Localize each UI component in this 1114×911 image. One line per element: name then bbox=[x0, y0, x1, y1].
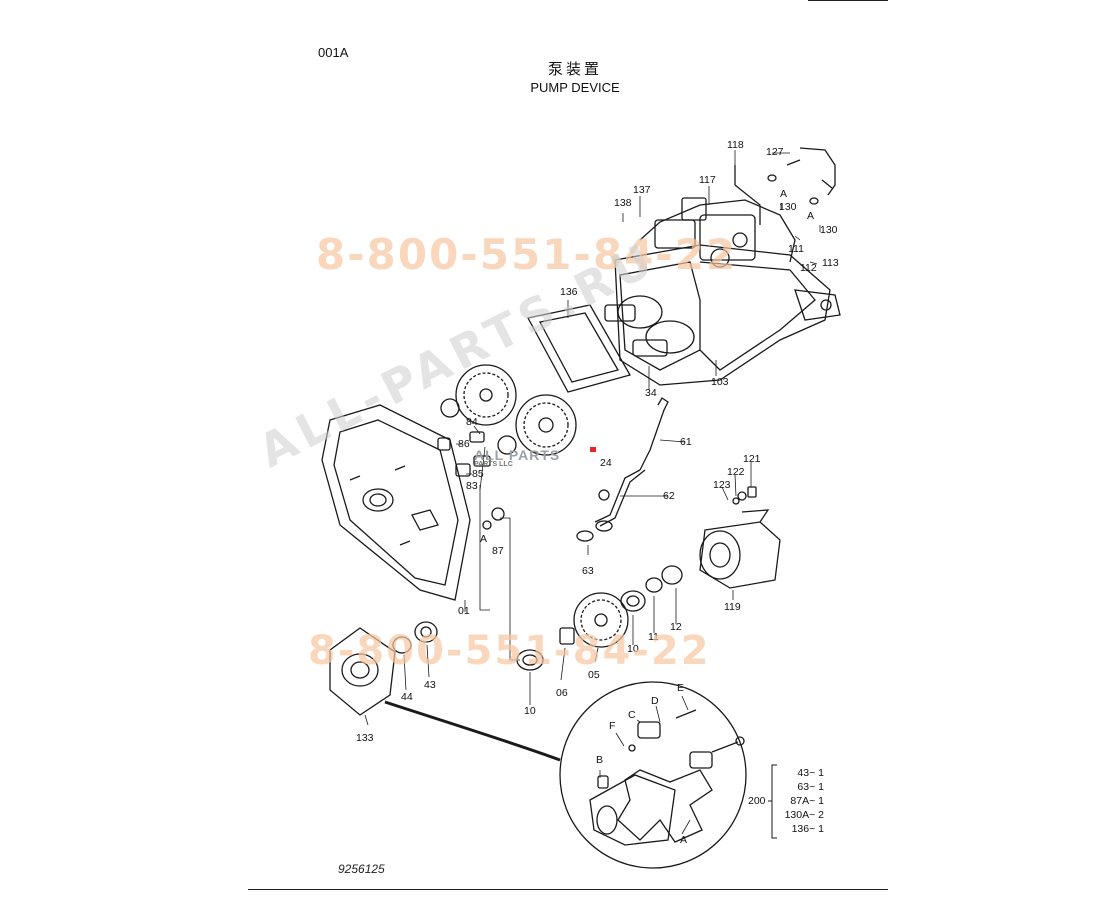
part-label-130-upper: 130 bbox=[779, 201, 797, 213]
coupling-133 bbox=[329, 627, 396, 716]
part-label-137: 137 bbox=[633, 184, 651, 196]
kit-number: 200 bbox=[748, 795, 766, 807]
coupling-element-detail bbox=[589, 709, 745, 846]
watermark-phone-bottom: 8-800-551-84-22 bbox=[308, 628, 711, 674]
part-label-44: 44 bbox=[401, 691, 413, 703]
kit-item: 63~ 1 bbox=[797, 781, 824, 793]
gear-upper bbox=[455, 364, 517, 426]
logo-red-mark bbox=[590, 447, 596, 452]
part-label-63: 63 bbox=[582, 565, 594, 577]
part-label-11: 11 bbox=[648, 631, 659, 643]
detail-label-a: A bbox=[680, 834, 688, 846]
part-label-84: 84 bbox=[466, 416, 478, 428]
part-label-a-lower: A bbox=[807, 210, 815, 222]
bottom-rule bbox=[248, 889, 888, 890]
kit-item: 43~ 1 bbox=[797, 767, 824, 779]
part-label-62: 62 bbox=[663, 490, 675, 502]
part-label-34: 34 bbox=[645, 387, 657, 399]
part-label-87: 87 bbox=[492, 545, 504, 557]
detail-label-d: D bbox=[651, 695, 659, 707]
part-label-12: 12 bbox=[670, 621, 682, 633]
part-label-24: 24 bbox=[600, 457, 612, 469]
part-label-122: 122 bbox=[727, 466, 745, 478]
part-label-117: 117 bbox=[699, 174, 716, 186]
part-label-85: 85 bbox=[472, 468, 484, 480]
diagram-code: 001A bbox=[318, 45, 349, 60]
kit-item: 87A~ 1 bbox=[790, 795, 824, 807]
detail-label-f: F bbox=[609, 720, 616, 732]
part-label-01: 01 bbox=[458, 605, 470, 617]
kit-items: 43~ 1 63~ 1 87A~ 1 130A~ 2 136~ 1 bbox=[776, 766, 824, 836]
part-label-a-housing: A bbox=[480, 533, 488, 545]
gear-middle bbox=[515, 394, 577, 456]
part-label-138: 138 bbox=[614, 197, 632, 209]
detail-label-e: E bbox=[677, 682, 685, 694]
part-label-10-left: 10 bbox=[524, 705, 536, 717]
part-label-133: 133 bbox=[356, 732, 374, 744]
part-label-103: 103 bbox=[711, 376, 729, 388]
part-label-136: 136 bbox=[560, 286, 578, 298]
part-label-121: 121 bbox=[743, 453, 761, 465]
part-label-123: 123 bbox=[713, 479, 731, 491]
housing-01 bbox=[321, 404, 471, 601]
kit-item: 136~ 1 bbox=[791, 823, 824, 835]
part-label-118: 118 bbox=[727, 139, 744, 151]
part-label-119: 119 bbox=[724, 601, 741, 613]
part-label-43: 43 bbox=[424, 679, 436, 691]
part-label-05: 05 bbox=[588, 669, 600, 681]
part-label-10-right: 10 bbox=[627, 643, 639, 655]
part-label-a-upper: A bbox=[780, 188, 788, 200]
part-label-113: 113 bbox=[822, 257, 839, 269]
part-label-130-lower: 130 bbox=[820, 224, 838, 236]
title-chinese: 泵装置 bbox=[547, 60, 602, 78]
part-label-86: 86 bbox=[458, 438, 470, 450]
part-label-127: 127 bbox=[766, 146, 784, 158]
watermark-phone-top: 8-800-551-84-22 bbox=[316, 230, 738, 279]
part-label-111: 111 bbox=[788, 243, 804, 255]
part-label-06: 06 bbox=[556, 687, 568, 699]
kit-item: 130A~ 2 bbox=[784, 809, 824, 821]
drawing-number: 9256125 bbox=[338, 862, 385, 876]
part-label-112: 112 bbox=[800, 262, 817, 274]
top-rule bbox=[808, 0, 888, 1]
part-label-61: 61 bbox=[680, 436, 692, 448]
gear-pump-119 bbox=[699, 509, 781, 589]
watermark-logo-text: ALL PARTS bbox=[474, 447, 561, 463]
detail-label-b: B bbox=[596, 754, 604, 766]
pump-body-103 bbox=[604, 165, 841, 386]
watermark-logo-tag: PARTS LLC bbox=[474, 461, 513, 468]
watermark-logo: ALL PARTS PARTS LLC bbox=[474, 447, 560, 468]
part-label-83: 83 bbox=[466, 480, 478, 492]
title-english: PUMP DEVICE bbox=[530, 80, 620, 95]
detail-label-c: C bbox=[628, 709, 636, 721]
